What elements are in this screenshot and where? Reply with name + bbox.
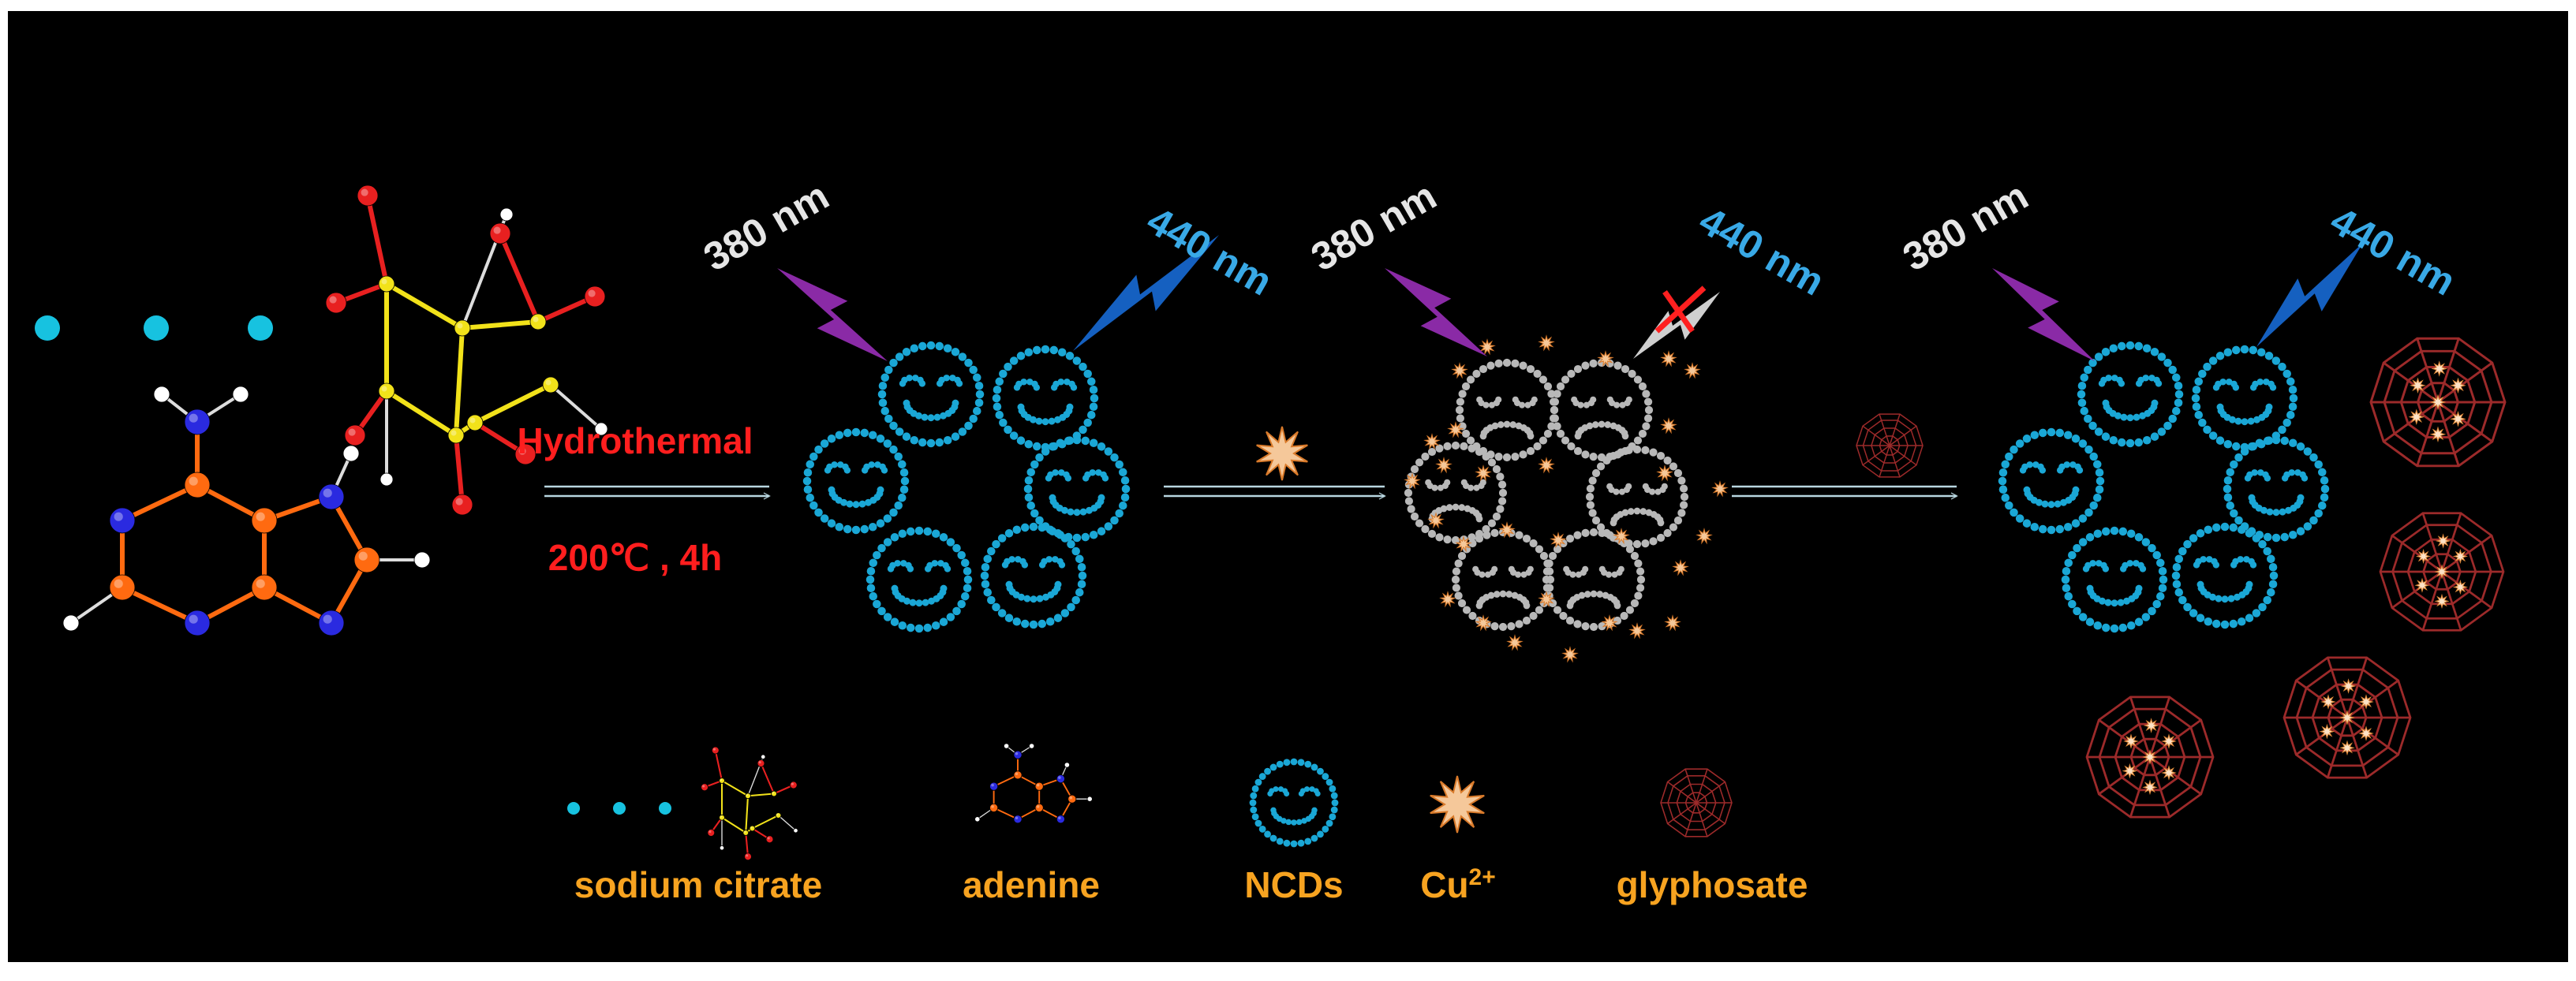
ncd-face-5 bbox=[866, 526, 973, 633]
legend-label-adenine: adenine bbox=[963, 864, 1100, 905]
cu-ion-30 bbox=[1498, 521, 1516, 539]
recovered-face-5 bbox=[2061, 526, 2168, 633]
cu-ion-5 bbox=[1660, 350, 1677, 367]
legend-sodium-ion-1 bbox=[567, 802, 580, 815]
legend-label-ncds: NCDs bbox=[1244, 864, 1343, 905]
legend-ncd-icon bbox=[1249, 758, 1339, 848]
legend-sodium-ion-3 bbox=[659, 802, 671, 815]
recovered-face-6 bbox=[1998, 427, 2105, 535]
cu-charge: 2+ bbox=[1469, 864, 1496, 890]
glyphosate-cu-complex-4 bbox=[2085, 696, 2215, 819]
quenched-face-5 bbox=[1451, 528, 1555, 632]
ncd-face-4 bbox=[980, 522, 1087, 629]
cu-ion-27 bbox=[1538, 591, 1555, 608]
legend-citrate-icon bbox=[701, 746, 798, 861]
citrate-molecule bbox=[325, 185, 608, 516]
ncd-face-1 bbox=[877, 341, 985, 448]
ncd-face-2 bbox=[992, 345, 1099, 452]
emission-bolt-1 bbox=[1073, 235, 1219, 351]
cu-ion-2 bbox=[1479, 338, 1496, 356]
condition-label: 200℃ , 4h bbox=[548, 537, 722, 578]
sodium-ion-1 bbox=[35, 315, 60, 341]
cu-ion-25 bbox=[1538, 457, 1555, 474]
cu-ion-7 bbox=[1660, 417, 1677, 435]
cu-ion-6 bbox=[1684, 362, 1701, 379]
cu-ion-23 bbox=[1423, 433, 1441, 450]
hydrothermal-step: Hydrothermal 200℃ , 4h bbox=[517, 420, 771, 578]
adenine-molecule bbox=[62, 386, 431, 636]
excitation-bolt-2 bbox=[1385, 268, 1487, 356]
emission-bolt-3 bbox=[2256, 243, 2363, 347]
excitation-bolt-3 bbox=[1992, 268, 2095, 361]
cu-ion-9 bbox=[1711, 480, 1729, 498]
legend-label-citrate: sodium citrate bbox=[574, 864, 822, 905]
ncd-cluster-2 bbox=[1998, 341, 2330, 633]
recovered-face-4 bbox=[2171, 522, 2279, 629]
sodium-ion-3 bbox=[248, 315, 273, 341]
step-arrow-2 bbox=[1164, 485, 1386, 500]
glyphosate-arrow-label bbox=[1856, 413, 1924, 478]
legend-label-cu: Cu2+ bbox=[1420, 864, 1496, 905]
cu-ion-29 bbox=[1447, 421, 1464, 438]
cu-ion-26 bbox=[1550, 532, 1567, 549]
cu-ion-22 bbox=[1435, 457, 1453, 474]
quenched-cluster bbox=[1404, 334, 1729, 663]
cu-ion-20 bbox=[1427, 512, 1445, 529]
legend-icons bbox=[567, 743, 1733, 861]
cu-ion-1 bbox=[1451, 362, 1468, 379]
excitation-bolt-1 bbox=[777, 268, 888, 361]
legend-sodium-ion-2 bbox=[613, 802, 626, 815]
hydrothermal-label: Hydrothermal bbox=[517, 420, 753, 461]
ncd-face-6 bbox=[802, 427, 910, 535]
cu-ion-24 bbox=[1475, 464, 1492, 482]
cu-ion-19 bbox=[1455, 535, 1472, 553]
cu-ion-3 bbox=[1538, 334, 1555, 352]
blocked-cross bbox=[1654, 285, 1707, 334]
cu-symbol: Cu bbox=[1420, 864, 1468, 905]
blocked-emission-bolt bbox=[1633, 292, 1720, 359]
panels-group bbox=[777, 235, 2507, 819]
cu-ion-16 bbox=[1506, 634, 1524, 651]
glyphosate-cu-complex-2 bbox=[2379, 512, 2505, 632]
glyphosate-cu-complex-3 bbox=[2283, 656, 2412, 779]
reaction-arrow-1 bbox=[544, 485, 771, 500]
legend-cu-icon bbox=[1430, 775, 1485, 834]
sodium-ion-2 bbox=[144, 315, 169, 341]
reactants-group bbox=[35, 185, 608, 636]
legend-adenine-icon bbox=[974, 743, 1093, 824]
cu-ion-21 bbox=[1404, 472, 1421, 490]
recovered-face-1 bbox=[2077, 341, 2184, 448]
cu-ion-12 bbox=[1664, 614, 1681, 632]
cu-ion-10 bbox=[1696, 528, 1713, 545]
glyphosate-cu-complex-1 bbox=[2369, 337, 2507, 468]
legend-label-glyphosate: glyphosate bbox=[1617, 864, 1808, 905]
cu-ion-13 bbox=[1628, 622, 1646, 640]
legend-glyphosate-icon bbox=[1660, 768, 1733, 837]
step-arrow-3 bbox=[1732, 485, 1958, 500]
cu-ion-11 bbox=[1672, 559, 1689, 576]
cu-ion-28 bbox=[1613, 528, 1630, 545]
cu-ion-14 bbox=[1601, 614, 1618, 632]
cu-ion-arrow-label bbox=[1256, 426, 1308, 481]
cu-ion-17 bbox=[1475, 614, 1492, 632]
cu-ion-8 bbox=[1656, 464, 1673, 482]
quenched-face-3 bbox=[1585, 445, 1689, 549]
cu-ion-15 bbox=[1561, 646, 1579, 663]
cu-ion-18 bbox=[1439, 591, 1456, 608]
cu-ion-4 bbox=[1597, 350, 1614, 367]
ncd-cluster-1 bbox=[802, 341, 1131, 633]
